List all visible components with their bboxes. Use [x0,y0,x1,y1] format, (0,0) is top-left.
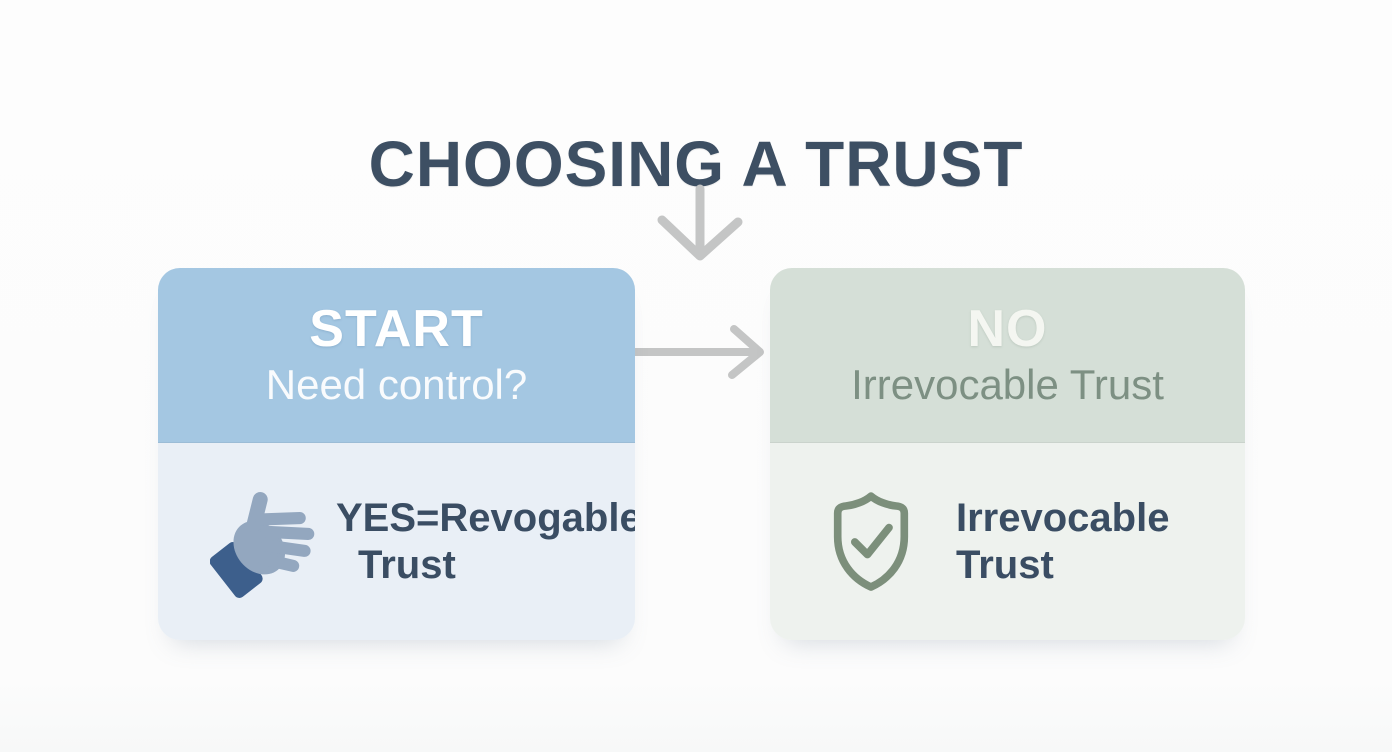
no-node-card: NO Irrevocable Trust Irrevocable Trust [770,268,1245,640]
start-label: START [309,299,484,358]
start-result-line2: Trust [358,542,456,587]
start-result-line1: YES=Revogable [336,495,635,540]
no-subheader: Irrevocable Trust [851,361,1164,409]
page-title: CHOOSING A TRUST [368,127,1024,200]
no-result-line1: Irrevocable [956,495,1170,540]
down-arrow-icon [657,184,743,261]
no-result-line2: Trust [956,542,1054,587]
start-node-card: START Need control? YES=Revogable Tr [158,268,635,640]
thumbs-up-hand-icon [210,491,315,598]
no-result-text: Irrevocable Trust [956,495,1169,589]
no-node-body: Irrevocable Trust [770,443,1245,640]
no-node-header: NO Irrevocable Trust [770,268,1245,443]
right-arrow-icon [629,325,764,379]
start-node-header: START Need control? [158,268,635,443]
no-label: NO [967,299,1048,358]
start-question: Need control? [265,361,528,409]
shield-check-icon [833,491,909,591]
start-node-body: YES=Revogable Trust [158,443,635,640]
start-result-text: YES=Revogable Trust [336,495,635,589]
